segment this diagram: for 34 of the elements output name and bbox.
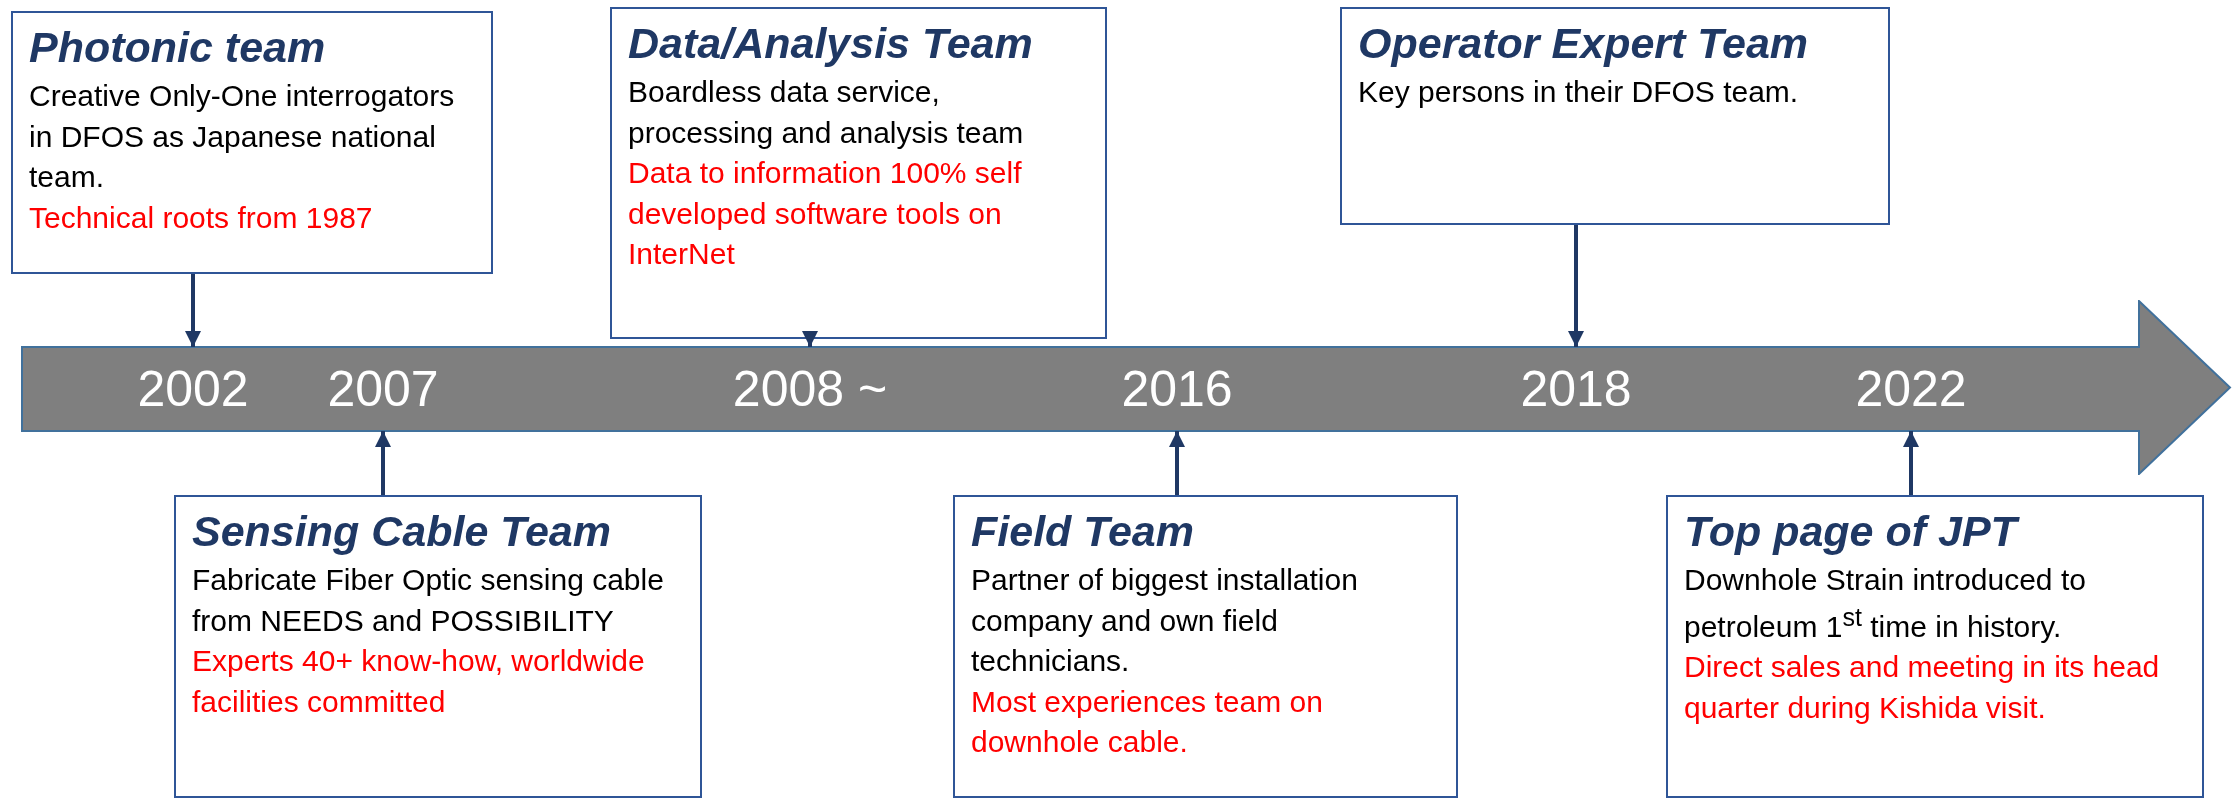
description-text: Partner of biggest installation company and own field technicians. bbox=[971, 562, 1359, 680]
box-heading: Field Team bbox=[971, 507, 1196, 557]
box-heading: Operator Expert Team bbox=[1358, 19, 1810, 69]
milestone-box bbox=[953, 495, 1458, 798]
highlight-text: Experts 40+ know-how, worldwide facilities committed bbox=[192, 643, 646, 720]
arrow bbox=[375, 431, 391, 495]
description-text: Boardless data service, processing and analysis team bbox=[628, 74, 1025, 151]
year-label: 2008 ~ bbox=[700, 347, 920, 431]
box-heading: Sensing Cable Team bbox=[192, 507, 612, 557]
year-label: 2022 bbox=[1801, 347, 2021, 431]
year-label: 2018 bbox=[1466, 347, 1686, 431]
box-heading: Top page of JPT bbox=[1684, 507, 2186, 557]
highlight-text: Direct sales and meeting in its head quarter during Kishida visit. bbox=[1684, 649, 2161, 726]
timeline-arrow bbox=[21, 300, 2232, 475]
box-heading: Data/Analysis Team bbox=[628, 19, 1034, 69]
arrow bbox=[1568, 225, 1584, 347]
milestone-box bbox=[1340, 7, 1890, 225]
year-label: 2016 bbox=[1067, 347, 1287, 431]
description-text: Key persons in their DFOS team. bbox=[1358, 74, 1800, 111]
description-text: Fabricate Fiber Optic sensing cable from NEEDS and POSSIBILITY bbox=[192, 562, 665, 639]
arrow bbox=[802, 331, 818, 347]
milestone-box bbox=[174, 495, 702, 798]
description-text: Downhole Strain introduced to petroleum 1$^{st}$ time in history. bbox=[1684, 562, 2087, 645]
milestone-box bbox=[610, 7, 1107, 339]
arrow bbox=[185, 274, 201, 347]
description-text: Creative Only-One interrogators in DFOS as Japanese national team. bbox=[29, 78, 456, 196]
milestone-box bbox=[1666, 495, 2204, 798]
highlight-text: Data to information 100% self developed software tools on InterNet bbox=[628, 155, 1023, 273]
arrow bbox=[1903, 431, 1919, 495]
milestone-box bbox=[11, 11, 493, 274]
highlight-text: Technical roots from 1987 bbox=[29, 199, 374, 236]
box-heading: Photonic team bbox=[29, 23, 327, 73]
arrow bbox=[1169, 431, 1185, 495]
highlight-text: Most experiences team on downhole cable. bbox=[971, 683, 1324, 761]
